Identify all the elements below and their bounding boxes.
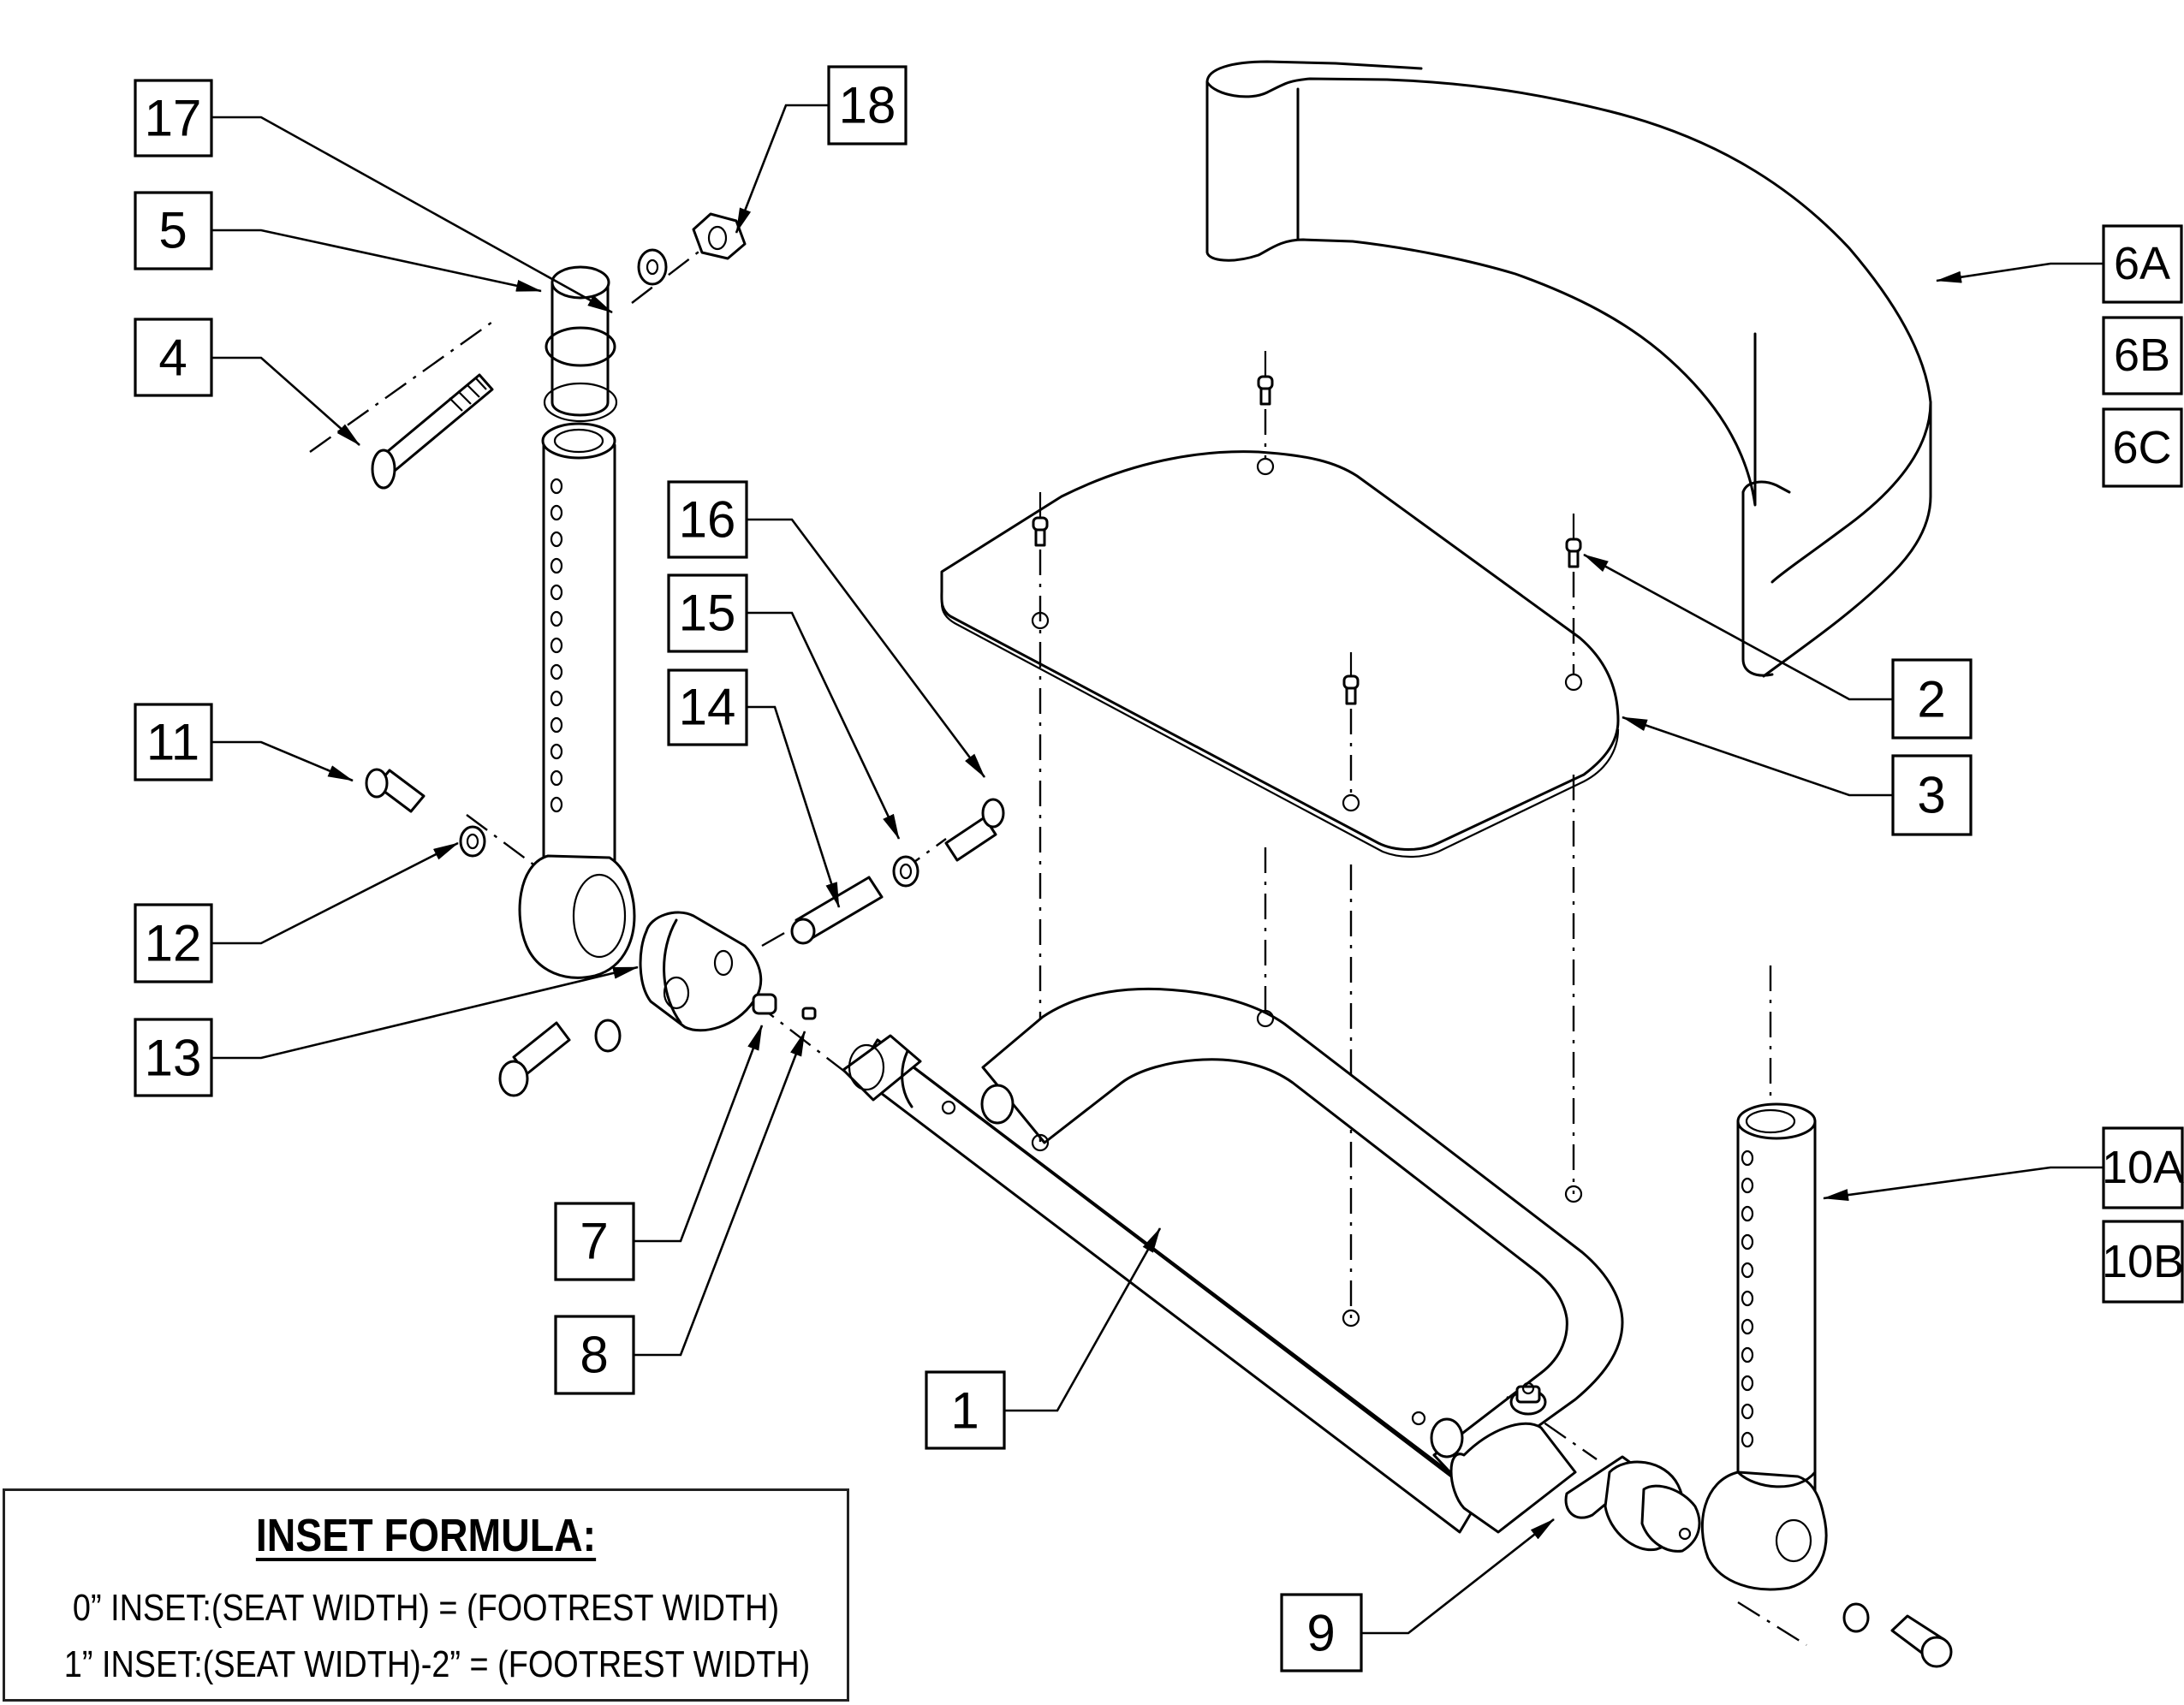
inset-formula-title: INSET FORMULA: (64, 1510, 788, 1561)
foot-plate-part (940, 450, 1620, 858)
callout-label: 13 (145, 1030, 202, 1087)
callout-18[interactable]: 18 (827, 65, 908, 146)
flange-bolt-part-16 (944, 798, 1005, 862)
callout-10A[interactable]: 10A (2102, 1126, 2184, 1209)
callout-6A[interactable]: 6A (2102, 224, 2183, 304)
callout-5[interactable]: 5 (134, 191, 213, 270)
calf-strap-part (1205, 60, 1932, 678)
spacer-tube-part-14 (790, 876, 884, 945)
callout-label: 4 (158, 330, 187, 387)
inset-formula-title-text: INSET FORMULA: (255, 1510, 597, 1561)
callout-16[interactable]: 16 (667, 480, 748, 559)
callout-11[interactable]: 11 (134, 703, 213, 781)
inset-formula-box: INSET FORMULA: 0” INSET:(SEAT WIDTH) = (… (3, 1488, 849, 1702)
set-screw-part-8 (801, 1007, 817, 1020)
rivet-4 (1342, 652, 1360, 705)
clamp-bracket-part (1564, 1455, 1701, 1553)
rivet-3 (1565, 514, 1582, 568)
rivet-1 (1257, 351, 1274, 406)
callout-1[interactable]: 1 (925, 1370, 1006, 1450)
leader-lines (211, 104, 2104, 1635)
callout-12[interactable]: 12 (134, 903, 213, 983)
callout-17[interactable]: 17 (134, 79, 213, 157)
callout-label: 17 (145, 90, 202, 147)
callout-label: 5 (158, 202, 187, 259)
callout-label: 2 (1917, 671, 1945, 728)
callout-10B[interactable]: 10B (2102, 1220, 2184, 1304)
callout-3[interactable]: 3 (1891, 754, 1973, 836)
callout-label: 11 (146, 714, 199, 771)
callout-label: 1 (950, 1382, 979, 1440)
inset-formula-line-1: 1” INSET:(SEAT WIDTH)-2” = (FOOTREST WID… (63, 1643, 811, 1685)
pivot-bracket-part (639, 911, 763, 1032)
callout-9[interactable]: 9 (1280, 1593, 1363, 1672)
callout-14[interactable]: 14 (667, 668, 748, 746)
bolt-part-4 (371, 373, 494, 490)
callout-label: 9 (1306, 1605, 1335, 1662)
hanger-right-holes (1741, 1150, 1754, 1448)
callout-6C[interactable]: 6C (2102, 407, 2183, 488)
washer-part-17 (637, 248, 668, 286)
hanger-left-holes (550, 478, 563, 813)
callout-13[interactable]: 13 (134, 1018, 213, 1097)
shoulder-bolt-part (365, 768, 425, 813)
callout-label: 6B (2114, 330, 2170, 381)
callout-label: 8 (580, 1327, 608, 1384)
rivet-2 (1032, 492, 1049, 547)
lower-bolt-part (498, 1019, 622, 1097)
callout-label: 3 (1917, 767, 1945, 824)
callout-label: 6A (2114, 238, 2170, 289)
bushing-sleeve-part-5 (543, 265, 618, 423)
callout-7[interactable]: 7 (554, 1202, 635, 1281)
callout-label: 12 (145, 915, 202, 972)
washer-part-12 (459, 825, 486, 858)
callout-15[interactable]: 15 (667, 573, 748, 653)
footrest-frame-part (842, 987, 1624, 1534)
hanger-tube-right-part (1701, 1102, 1953, 1668)
callout-label: 18 (839, 77, 896, 134)
callout-6B[interactable]: 6B (2102, 316, 2183, 395)
callout-4[interactable]: 4 (134, 318, 213, 397)
callout-label: 15 (679, 585, 736, 642)
washer-part-15 (892, 855, 919, 888)
hex-nut-part-18 (692, 212, 747, 260)
callout-label: 10A (2102, 1142, 2184, 1193)
callout-label: 16 (679, 491, 736, 549)
callout-label: 7 (580, 1213, 608, 1270)
callout-label: 10B (2102, 1236, 2184, 1287)
callout-label: 14 (679, 679, 736, 736)
rivet-parts (1032, 351, 1582, 705)
callout-2[interactable]: 2 (1891, 658, 1973, 740)
callout-8[interactable]: 8 (554, 1315, 635, 1395)
callout-label: 6C (2112, 422, 2171, 473)
inset-formula-line-0: 0” INSET:(SEAT WIDTH) = (FOOTREST WIDTH) (72, 1587, 780, 1629)
hanger-tube-left-part (518, 422, 636, 979)
spacer-part-7 (752, 993, 777, 1015)
